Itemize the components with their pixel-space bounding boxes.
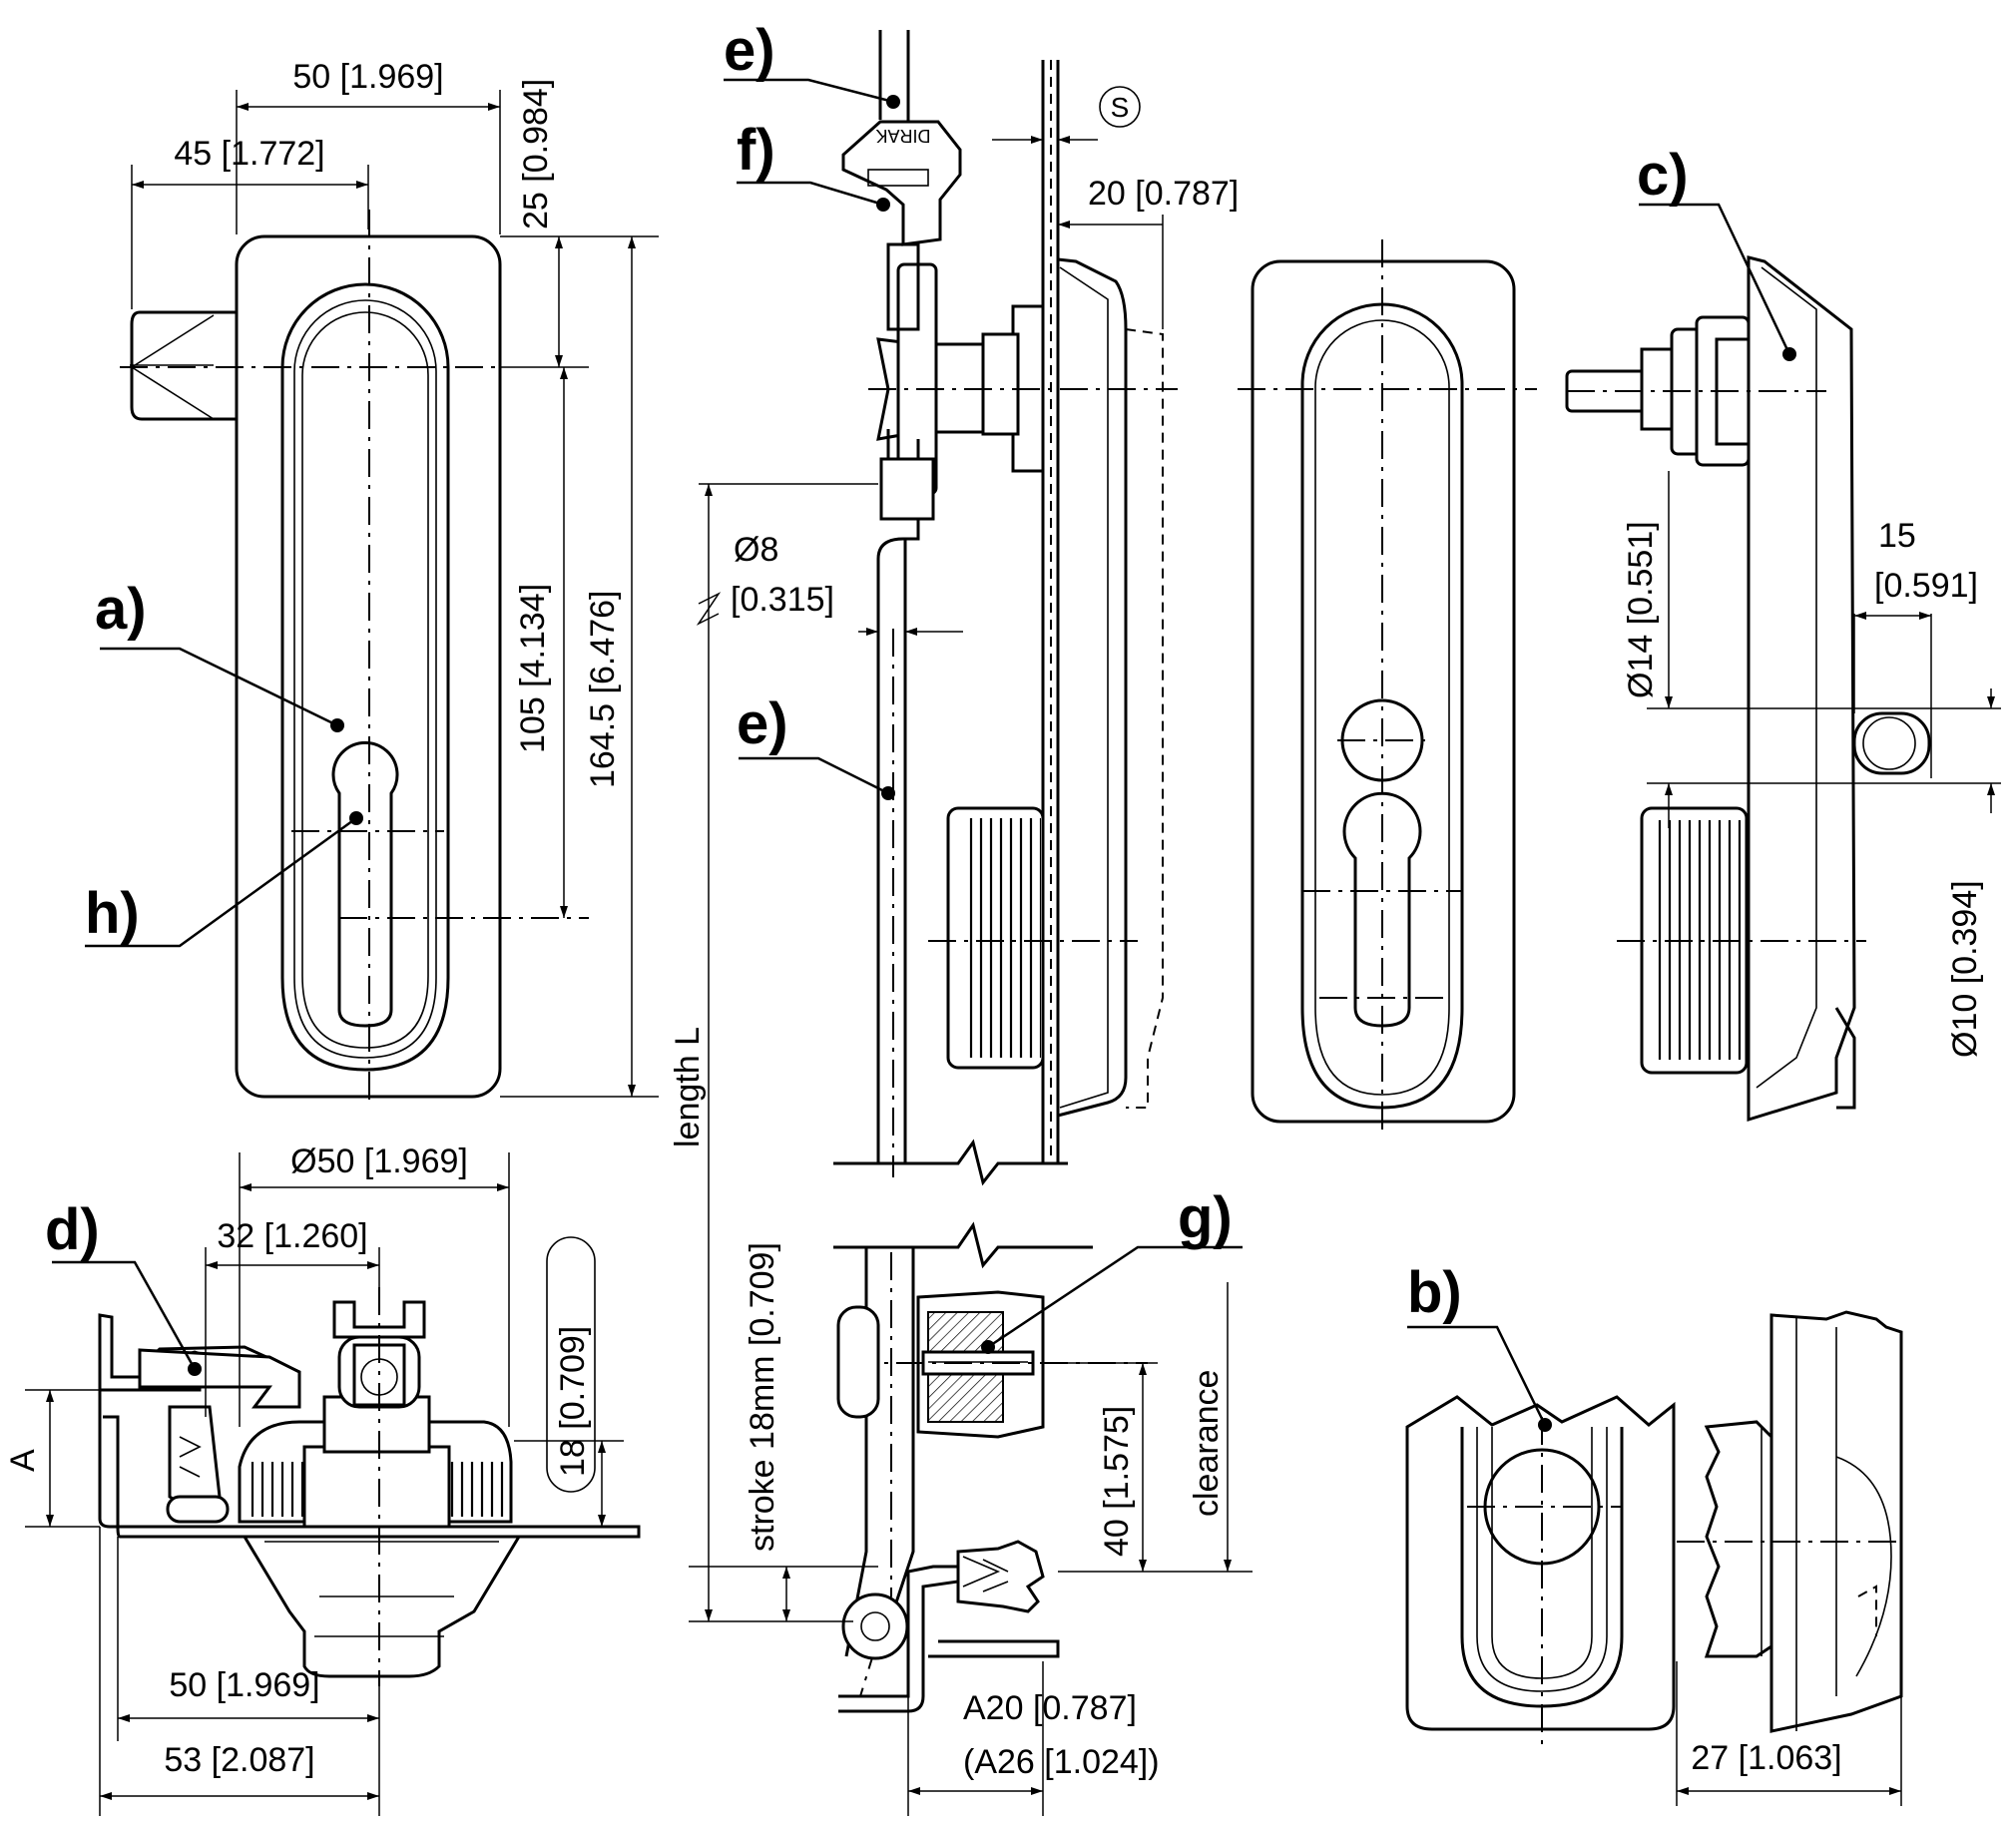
dim-d-18: 18 [0.709] bbox=[554, 1326, 592, 1477]
dim-side-dia8-a: Ø8 bbox=[734, 531, 778, 569]
dim-side-stroke: stroke 18mm [0.709] bbox=[744, 1242, 781, 1552]
dim-side-a26: (A26 [1.024]) bbox=[963, 1743, 1160, 1781]
dim-front-pitch-105: 105 [4.134] bbox=[514, 584, 552, 753]
dim-b-27: 27 [1.063] bbox=[1691, 1739, 1841, 1777]
key-brand: DIRAK bbox=[875, 126, 930, 146]
dim-d-a: A bbox=[4, 1449, 42, 1472]
dim-d-bottom-53: 53 [2.087] bbox=[164, 1741, 314, 1779]
dim-d-dia-50: Ø50 [1.969] bbox=[290, 1142, 468, 1180]
view-b-knob bbox=[1704, 1420, 1773, 1658]
dim-c-15-a: 15 bbox=[1878, 517, 1916, 555]
view-b-dimensions: 27 [1.063] bbox=[1676, 1661, 1902, 1806]
dim-front-offset-45: 45 [1.772] bbox=[174, 135, 324, 173]
leader-g: g) bbox=[981, 1185, 1243, 1354]
dim-c-15-b: [0.591] bbox=[1874, 567, 1978, 605]
leader-h: h) bbox=[85, 811, 363, 948]
view-d-dimensions: Ø50 [1.969] 32 [1.260] 18 [0.709] A 50 [… bbox=[4, 1142, 624, 1816]
frame-profile bbox=[838, 1565, 960, 1713]
front-dimensions: 50 [1.969] 45 [1.772] 25 [0.984] 105 [4.… bbox=[131, 58, 659, 1098]
label-g: g) bbox=[1178, 1185, 1233, 1250]
label-h: h) bbox=[85, 881, 140, 946]
break-line-lower bbox=[833, 1221, 1093, 1269]
side-dimensions: S 20 [0.787] length L Ø8 [0.315] stroke … bbox=[669, 86, 1253, 1816]
side-handle-body bbox=[1057, 257, 1128, 1118]
leader-c: c) bbox=[1637, 143, 1796, 361]
dim-side-a20: A20 [0.787] bbox=[963, 1689, 1137, 1727]
leader-e-mid: e) bbox=[737, 691, 895, 800]
key-f bbox=[841, 120, 962, 246]
symbol-s: S bbox=[1111, 92, 1130, 123]
view-c-body bbox=[1747, 255, 1856, 1123]
label-a: a) bbox=[95, 577, 147, 642]
label-c: c) bbox=[1637, 143, 1689, 208]
front-handle-outer bbox=[280, 282, 450, 1072]
view-b-front bbox=[1405, 1395, 1676, 1746]
view-c-dimensions: Ø14 [0.551] 15 [0.591] Ø10 [0.394] bbox=[1622, 471, 2001, 1058]
dim-side-length-l: length L bbox=[669, 1027, 707, 1147]
rod-top bbox=[878, 30, 910, 122]
dim-side-clearance: clearance bbox=[1188, 1370, 1226, 1517]
dim-c-dia-14: Ø14 [0.551] bbox=[1622, 521, 1660, 698]
label-e-top: e) bbox=[724, 18, 775, 83]
roller-g bbox=[836, 1305, 880, 1419]
dim-side-rise-40: 40 [1.575] bbox=[1098, 1406, 1136, 1557]
view-b-side bbox=[1677, 1310, 1903, 1733]
view-c-side bbox=[1565, 255, 1931, 1123]
view-c-front bbox=[1238, 239, 1537, 1138]
leader-d: d) bbox=[45, 1197, 202, 1376]
dim-side-depth-20: 20 [0.787] bbox=[1088, 175, 1239, 213]
dim-front-height-164: 164.5 [6.476] bbox=[584, 590, 622, 788]
label-b: b) bbox=[1407, 1260, 1462, 1325]
rod-main bbox=[876, 519, 920, 1162]
label-d: d) bbox=[45, 1197, 100, 1262]
roller bbox=[841, 1593, 909, 1660]
view-d-section bbox=[98, 1287, 641, 1686]
dim-d-bottom-50: 50 [1.969] bbox=[169, 1666, 319, 1704]
view-c-pin bbox=[1852, 711, 1931, 775]
view-c-keyhole bbox=[1342, 791, 1422, 1028]
dim-d-32: 32 [1.260] bbox=[217, 1217, 367, 1255]
side-view: DIRAK bbox=[833, 30, 1178, 1713]
dim-front-top-25: 25 [0.984] bbox=[517, 79, 555, 229]
label-e-mid: e) bbox=[737, 691, 788, 756]
leader-b: b) bbox=[1407, 1260, 1552, 1432]
leader-e-top: e) bbox=[724, 18, 900, 109]
view-d-handle-base bbox=[242, 1535, 522, 1678]
leader-f: f) bbox=[737, 118, 890, 212]
leader-a: a) bbox=[95, 577, 344, 732]
front-view-a bbox=[120, 210, 589, 1108]
break-line-upper bbox=[833, 1138, 1068, 1186]
front-keyhole bbox=[331, 740, 399, 1028]
dim-c-dia-10: Ø10 [0.394] bbox=[1946, 880, 1984, 1058]
dim-side-dia8-b: [0.315] bbox=[731, 581, 834, 619]
view-d-panel bbox=[98, 1315, 641, 1539]
dim-front-width-50: 50 [1.969] bbox=[292, 58, 443, 96]
label-f: f) bbox=[737, 118, 775, 183]
